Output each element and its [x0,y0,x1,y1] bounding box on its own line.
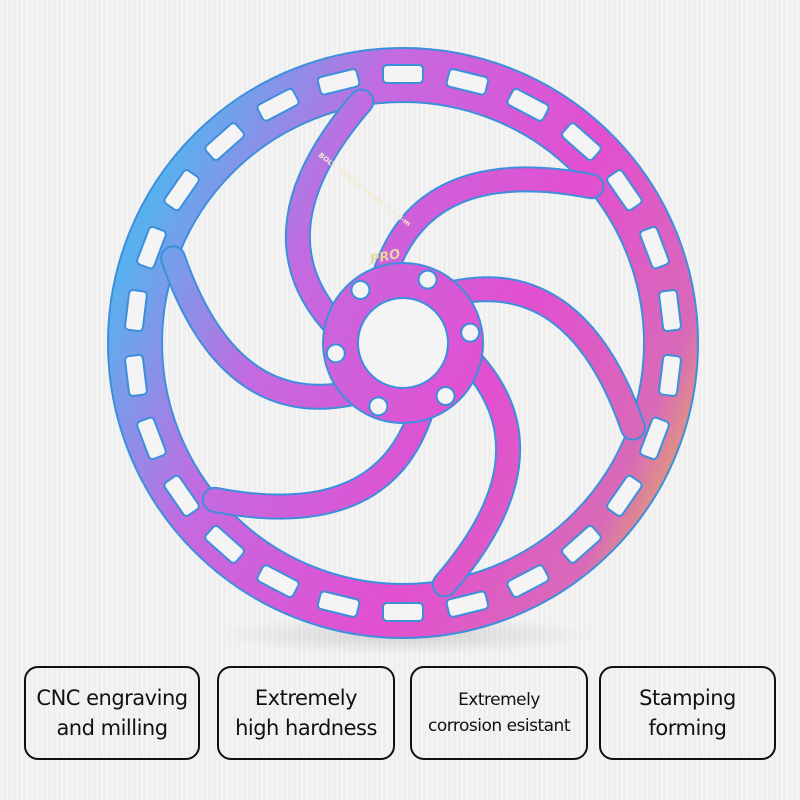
cooling-slot [445,590,490,618]
cooling-slot [382,64,424,84]
rotor-spoke [447,278,644,439]
cooling-slot [256,87,300,122]
cooling-slot [316,68,361,96]
bolt-hole [460,322,481,343]
bolt-hole [417,269,438,290]
cooling-slot [136,416,167,461]
cooling-slot [204,122,245,162]
cooling-slot [382,602,424,622]
rotor-spoke [162,247,359,408]
cooling-slot [204,524,245,564]
cooling-slot [445,68,490,96]
feature-line: CNC engraving [36,686,188,710]
feature-line: high hardness [235,716,377,740]
cooling-slot [163,169,200,212]
cooling-slot [506,87,550,122]
cooling-slot [124,289,148,333]
brake-rotor-image: PRO BOLT TORQUE 6bolts 6.2 N-m [107,47,699,639]
bolt-hole [325,343,346,364]
cooling-slot [136,225,167,270]
rotor-engraving: BOLT TORQUE 6bolts 6.2 N-m [317,151,412,228]
rotor-spoke [203,405,431,518]
cooling-slot [606,474,643,517]
feature-line: Stamping [639,686,736,710]
cooling-slot [658,289,682,333]
center-hole [357,297,449,389]
rotor-spoke [433,354,520,596]
feature-line: Extremely [458,690,540,710]
cooling-slot [316,590,361,618]
feature-corrosion-resistant: Extremely corrosion esistant [410,666,588,760]
cooling-slot [561,524,602,564]
rotor-hub [324,264,482,422]
bolt-hole [368,396,389,417]
cooling-slot [561,122,602,162]
feature-high-hardness: Extremely high hardness [217,666,395,760]
rotor-spoke [286,90,373,332]
feature-line: Extremely [254,686,358,710]
bolt-hole [350,279,371,300]
feature-line: corrosion esistant [427,716,571,736]
rotor-spoke [375,168,603,281]
feature-cnc-engraving: CNC engraving and milling [24,666,200,760]
feature-stamping-forming: Stamping forming [599,666,776,760]
feature-line: forming [648,716,727,740]
bolt-hole [435,386,456,407]
cooling-slot [124,353,148,397]
cooling-slot [163,474,200,517]
cooling-slot [639,225,670,270]
cooling-slot [658,353,682,397]
feature-line: and milling [56,716,168,740]
cooling-slot [256,564,300,599]
cooling-slot [506,564,550,599]
cooling-slot [639,416,670,461]
cooling-slot [606,169,643,212]
rotor-logo: PRO [369,247,402,268]
